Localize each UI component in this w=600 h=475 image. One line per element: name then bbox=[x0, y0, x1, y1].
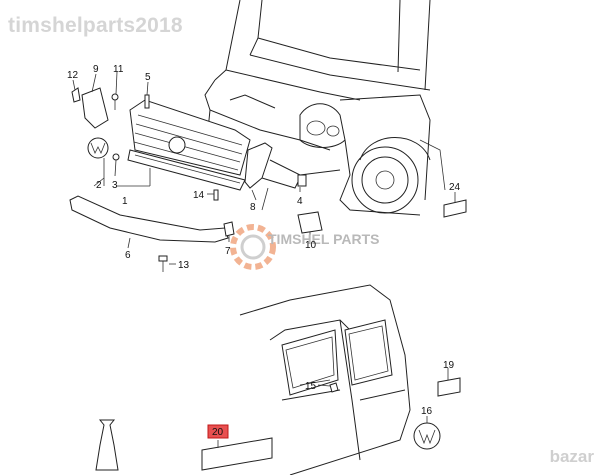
callout-19: 19 bbox=[443, 360, 455, 371]
grille-drawing bbox=[127, 99, 251, 191]
bolt-part-13 bbox=[158, 255, 168, 272]
callout-5: 5 bbox=[145, 72, 151, 83]
callouts: 12 9 11 5 2 3 1 14 8 4 10 6 7 13 24 15 1… bbox=[67, 64, 461, 439]
callout-16: 16 bbox=[421, 406, 433, 417]
bumper-trim bbox=[69, 195, 229, 243]
screw-part-15 bbox=[329, 382, 339, 393]
callout-15: 15 bbox=[305, 381, 317, 392]
bulb-part bbox=[95, 419, 119, 471]
plate-part-24 bbox=[443, 199, 467, 218]
callout-20: 20 bbox=[212, 427, 224, 438]
clip-part-7 bbox=[223, 221, 235, 237]
callout-24: 24 bbox=[449, 182, 461, 193]
callout-2: 2 bbox=[96, 180, 102, 191]
callout-12: 12 bbox=[67, 70, 79, 81]
emblem-rear bbox=[413, 422, 441, 450]
callout-9: 9 bbox=[93, 64, 99, 75]
callout-13: 13 bbox=[178, 260, 190, 271]
trim-part-8-tail bbox=[261, 177, 299, 189]
logo-emblem bbox=[230, 224, 276, 270]
trim-part-8 bbox=[244, 142, 273, 189]
callout-20-highlight bbox=[207, 424, 229, 439]
callout-11: 11 bbox=[113, 64, 124, 75]
watermark: timshelparts2018 bbox=[8, 14, 183, 37]
callout-6: 6 bbox=[125, 250, 131, 261]
callout-4: 4 bbox=[297, 196, 303, 207]
callout-10: 10 bbox=[305, 240, 317, 251]
part-10 bbox=[297, 211, 323, 234]
small-fasteners bbox=[112, 94, 219, 201]
callout-7: 7 bbox=[225, 246, 231, 257]
leader-lines bbox=[72, 71, 456, 448]
corner-logo-text: bazar bbox=[549, 447, 594, 466]
callout-3: 3 bbox=[112, 180, 118, 191]
bracket-part-9 bbox=[71, 87, 119, 129]
callout-14: 14 bbox=[193, 190, 205, 201]
emblem-front bbox=[87, 137, 109, 159]
logo-text: TIMSHEL PARTS bbox=[268, 231, 380, 247]
plate-part-19 bbox=[437, 377, 461, 397]
plate-part-20 bbox=[201, 437, 273, 471]
van-rear-drawing bbox=[239, 284, 411, 475]
callout-1: 1 bbox=[122, 196, 128, 207]
clip-near-8 bbox=[297, 174, 307, 187]
callout-8: 8 bbox=[250, 202, 256, 213]
